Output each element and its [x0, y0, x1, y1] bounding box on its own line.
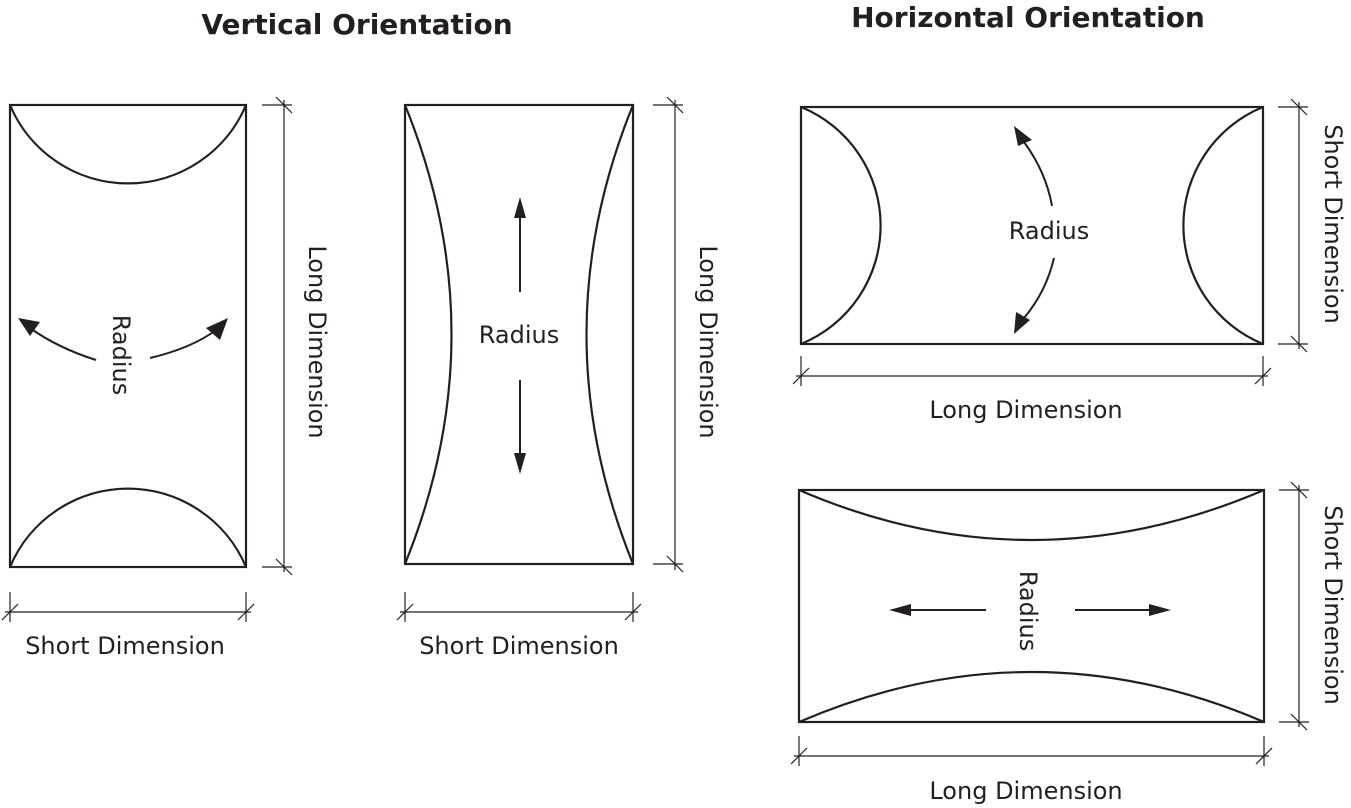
top-arc [798, 488, 1265, 542]
bottom-arc [8, 487, 248, 568]
tick-mark [1, 603, 19, 621]
tick-mark [1290, 481, 1308, 499]
vertical-orientation-title: Vertical Orientation [201, 8, 512, 41]
horizontal-convex-ends-panel: Radius Short Dimension Long Dimension [792, 98, 1347, 424]
long-dimension-label: Long Dimension [303, 245, 331, 438]
radius-label: Radius [479, 321, 559, 349]
radius-arrowhead-up [514, 197, 526, 218]
radius-arrow-up [1023, 141, 1053, 207]
left-arc [800, 105, 882, 346]
bottom-arc [798, 670, 1265, 724]
radius-arrowhead-down [514, 453, 526, 474]
tick-mark [624, 603, 642, 621]
right-arc [1182, 105, 1264, 346]
radius-arrow-left [29, 327, 97, 361]
tick-mark [1254, 367, 1272, 385]
radius-label: Radius [107, 315, 135, 395]
horizontal-orientation-title: Horizontal Orientation [851, 1, 1205, 34]
tick-mark [275, 96, 293, 114]
radius-arrow-right [149, 329, 217, 359]
tick-mark [790, 747, 808, 765]
short-dimension-label: Short Dimension [25, 632, 225, 660]
long-dimension-label: Long Dimension [929, 396, 1122, 424]
tick-mark [1290, 713, 1308, 731]
radius-arrowhead-right [206, 318, 228, 340]
long-dimension-label: Long Dimension [694, 245, 722, 438]
top-arc [8, 104, 248, 185]
radius-label: Radius [1009, 217, 1089, 245]
short-dimension-label: Short Dimension [1319, 124, 1347, 324]
right-arc [585, 104, 635, 565]
tick-mark [275, 558, 293, 576]
radius-arrowhead-left [889, 604, 911, 616]
tick-mark [1290, 335, 1308, 353]
vertical-panel-outline [8, 103, 248, 569]
long-dimension-label: Long Dimension [929, 777, 1122, 805]
vertical-concave-sides-panel: Radius Long Dimension Short Dimension [396, 96, 722, 660]
tick-mark [666, 555, 684, 573]
horizontal-panel-outline [799, 105, 1265, 346]
tick-mark [1290, 98, 1308, 116]
radius-arrowhead-up [1014, 126, 1032, 146]
tick-mark [792, 367, 810, 385]
tick-mark [396, 603, 414, 621]
horizontal-panel-outline [797, 488, 1266, 724]
radius-arrow-down [1023, 257, 1055, 319]
vertical-convex-ends-panel: Radius Long Dimension Short Dimension [1, 96, 331, 660]
tick-mark [1255, 747, 1273, 765]
tick-mark [237, 603, 255, 621]
horizontal-concave-sides-panel: Radius Short Dimension Long Dimension [790, 481, 1347, 805]
short-dimension-label: Short Dimension [419, 632, 619, 660]
short-dimension-label: Short Dimension [1319, 505, 1347, 705]
vertical-panel-outline [403, 103, 635, 566]
radius-arrowhead-right [1149, 604, 1171, 616]
radius-arrowhead-left [18, 318, 40, 336]
tick-mark [666, 96, 684, 114]
radius-arrowhead-down [1014, 312, 1030, 334]
radius-label: Radius [1014, 571, 1042, 651]
left-arc [403, 104, 453, 565]
